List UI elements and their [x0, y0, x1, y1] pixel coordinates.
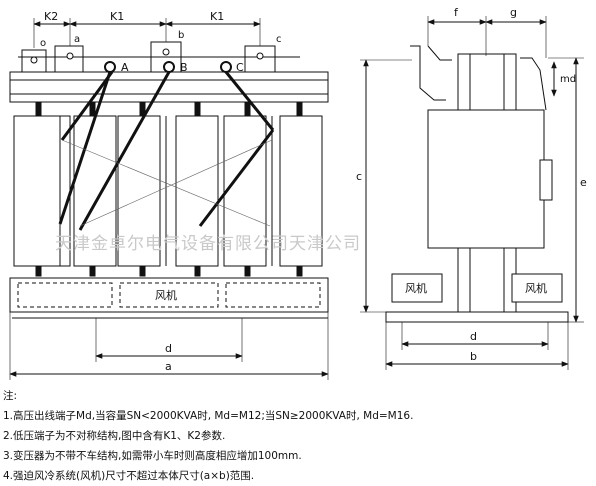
hv-terminal-C: C	[236, 61, 244, 74]
front-view	[9, 18, 329, 380]
note-item-3: 3.变压器为不带不车结构,如需带小车时则高度相应增加100mm.	[3, 450, 302, 462]
side-dimensions	[360, 16, 584, 370]
dim-d-front-label: d	[165, 342, 172, 355]
note-item-1: 1.高压出线端子Md,当容量SN<2000KVA时, Md=M12;当SN≥20…	[3, 410, 414, 422]
base-frame	[9, 277, 329, 313]
notes-title: 注:	[3, 390, 18, 402]
dim-md-label: md	[560, 74, 576, 85]
hv-terminal-B: B	[180, 61, 188, 74]
side-view	[360, 16, 584, 370]
lv-terminal-b: b	[178, 30, 184, 41]
dim-k1-right-label: K1	[210, 10, 224, 23]
dim-e-label: e	[580, 176, 587, 189]
notes-section: 注: 1.高压出线端子Md,当容量SN<2000KVA时, Md=M12;当SN…	[3, 386, 593, 486]
dim-f-label: f	[454, 6, 459, 19]
dim-k1-left-label: K1	[110, 10, 124, 23]
top-clamp-beam	[9, 71, 329, 103]
side-fan-left-label: 风机	[405, 281, 427, 295]
lv-terminal-o: o	[40, 38, 46, 49]
front-fan-label: 风机	[155, 288, 177, 302]
side-core-upper	[457, 53, 517, 111]
hv-connection-rods	[58, 71, 275, 231]
lv-terminal-c: c	[276, 34, 282, 45]
note-item-4: 4.强迫风冷系统(风机)尺寸不超过本体尺寸(a×b)范围.	[3, 470, 255, 482]
dim-c-label: c	[356, 170, 362, 183]
transformer-drawing: K2 K1 K1 o a b c A B C 风机 d a	[9, 6, 587, 380]
side-hv-bracket	[410, 45, 452, 101]
bottom-dimensions	[9, 312, 329, 380]
side-base	[385, 311, 569, 323]
dim-d-side-label: d	[470, 330, 477, 343]
hv-terminals	[104, 61, 232, 73]
dim-g-label: g	[510, 6, 517, 19]
lv-terminal-a: a	[74, 34, 80, 45]
side-lv-bracket	[520, 57, 547, 111]
side-core-lower	[457, 247, 517, 313]
side-fan-right-label: 风机	[525, 281, 547, 295]
watermark-text: 天津金卓尔电气设备有限公司天津公司	[55, 234, 361, 254]
top-dimensions	[33, 18, 261, 48]
dim-b-label: b	[470, 350, 477, 363]
dim-k2-label: K2	[44, 10, 58, 23]
spacers	[35, 101, 303, 277]
dim-a-label: a	[165, 360, 172, 373]
side-main-body	[427, 109, 545, 249]
coil-assemblies	[13, 115, 323, 267]
note-item-2: 2.低压端子为不对称结构,图中含有K1、K2参数.	[3, 430, 226, 442]
lv-terminal-holes	[30, 48, 264, 64]
hv-terminal-A: A	[121, 61, 129, 74]
